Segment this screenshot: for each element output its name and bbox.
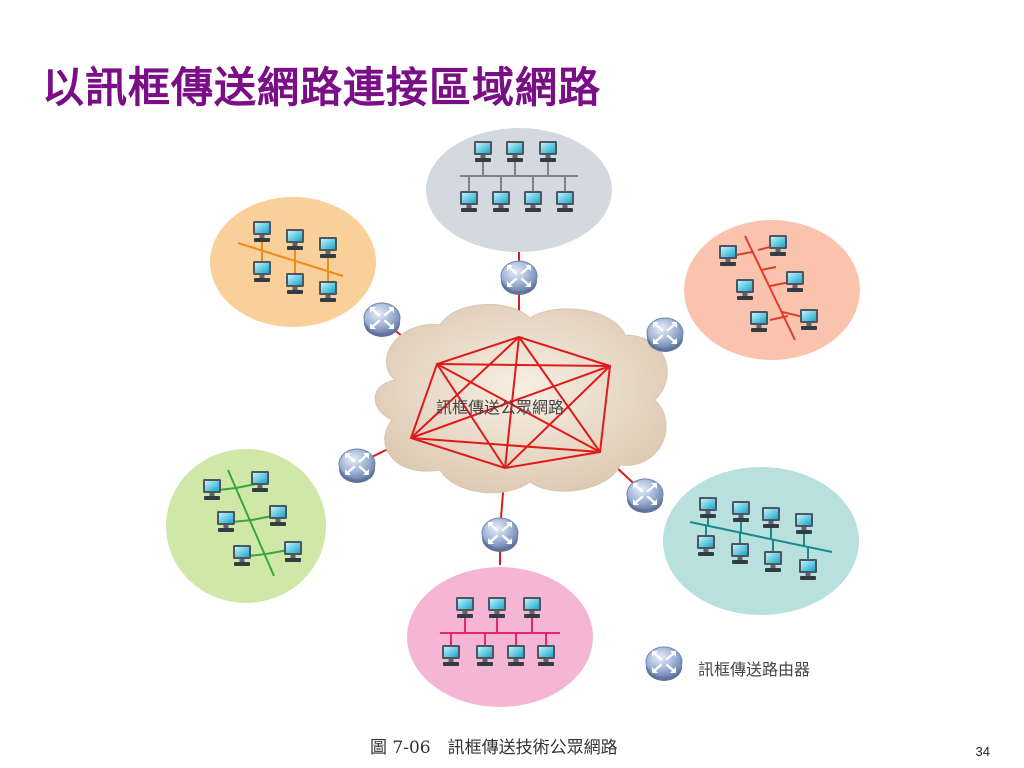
computer-icon <box>736 279 754 300</box>
router-icon <box>625 477 665 515</box>
router-icon <box>337 447 377 485</box>
computer-icon <box>764 551 782 572</box>
computer-icon <box>537 645 555 666</box>
legend-label: 訊框傳送路由器 <box>698 660 811 679</box>
router-icon <box>362 301 402 339</box>
computer-icon <box>284 541 302 562</box>
computer-icon <box>523 597 541 618</box>
computer-icon <box>799 559 817 580</box>
computer-icon <box>731 543 749 564</box>
page-number: 34 <box>975 744 990 759</box>
computer-icon <box>217 511 235 532</box>
router-icon <box>480 516 520 554</box>
computer-icon <box>795 513 813 534</box>
figure-caption: 圖 7-06 訊框傳送技術公眾網路 <box>370 738 618 758</box>
computer-icon <box>442 645 460 666</box>
lan-bottom <box>407 567 593 707</box>
computer-icon <box>769 235 787 256</box>
computer-icon <box>269 505 287 526</box>
computer-icon <box>507 645 525 666</box>
cloud-label: 訊框傳送公眾網路 <box>436 398 565 417</box>
lan-bottom-right <box>663 467 859 615</box>
computer-icon <box>253 261 271 282</box>
computer-icon <box>286 229 304 250</box>
computer-icon <box>750 311 768 332</box>
computer-icon <box>697 535 715 556</box>
computer-icon <box>732 501 750 522</box>
slide-title: 以訊框傳送網路連接區域網路 <box>42 63 602 112</box>
computer-icon <box>319 281 337 302</box>
computer-icon <box>800 309 818 330</box>
lan-top-right <box>684 220 860 360</box>
computer-icon <box>476 645 494 666</box>
computer-icon <box>286 273 304 294</box>
computer-icon <box>762 507 780 528</box>
lan-top <box>426 128 612 252</box>
computer-icon <box>319 237 337 258</box>
computer-icon <box>539 141 557 162</box>
computer-icon <box>719 245 737 266</box>
computer-icon <box>524 191 542 212</box>
frame-relay-mesh <box>409 335 612 470</box>
router-icon <box>645 316 685 354</box>
computer-icon <box>233 545 251 566</box>
computer-icon <box>786 271 804 292</box>
computer-icon <box>474 141 492 162</box>
lan-bottom-left <box>166 449 326 603</box>
router-icon <box>499 259 539 297</box>
computer-icon <box>251 471 269 492</box>
computer-icon <box>492 191 510 212</box>
computer-icon <box>506 141 524 162</box>
computer-icon <box>253 221 271 242</box>
legend-router-icon <box>644 645 684 683</box>
computer-icon <box>556 191 574 212</box>
computer-icon <box>460 191 478 212</box>
computer-icon <box>488 597 506 618</box>
computer-icon <box>699 497 717 518</box>
computer-icon <box>456 597 474 618</box>
computer-icon <box>203 479 221 500</box>
lan-top-left <box>210 197 376 327</box>
